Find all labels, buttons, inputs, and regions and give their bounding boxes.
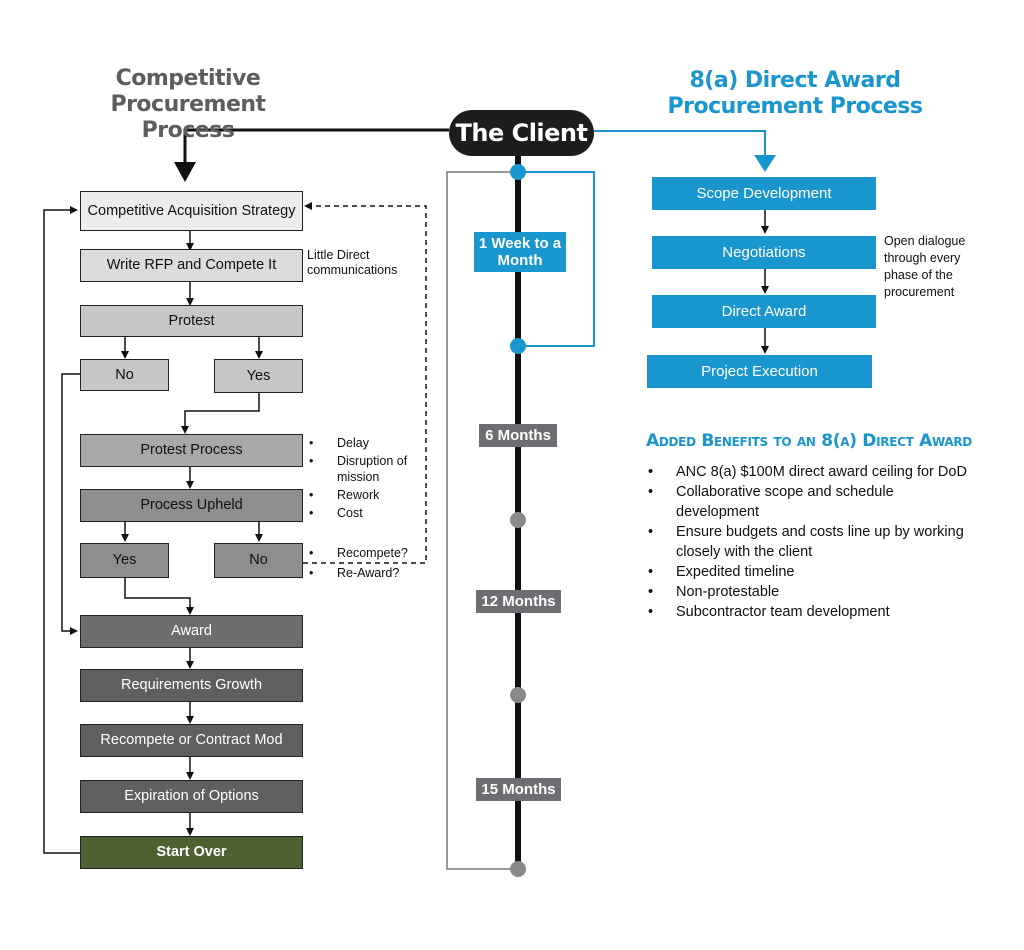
direct-big-arrowhead bbox=[754, 155, 776, 172]
scope-development-box: Scope Development bbox=[652, 177, 876, 210]
timeline-node-start bbox=[510, 164, 526, 180]
protest-box: Protest bbox=[80, 305, 303, 337]
start-over-box: Start Over bbox=[80, 836, 303, 869]
negotiations-box: Negotiations bbox=[652, 236, 876, 269]
protest-process-box: Protest Process bbox=[80, 434, 303, 467]
acquisition-strategy-box: Competitive Acquisition Strategy bbox=[80, 191, 303, 231]
project-execution-box: Project Execution bbox=[647, 355, 872, 388]
client-node: The Client bbox=[449, 110, 594, 156]
upheld-no-box: No bbox=[214, 543, 303, 578]
write-rfp-box: Write RFP and Compete It bbox=[80, 249, 303, 282]
outcome-item: •Re-Award? bbox=[309, 566, 400, 580]
competitive-big-arrowhead bbox=[174, 162, 196, 182]
award-box: Award bbox=[80, 615, 303, 648]
direct-award-box: Direct Award bbox=[652, 295, 876, 328]
protest-no-box: No bbox=[80, 359, 169, 391]
impact-item: •Delay bbox=[309, 436, 369, 450]
benefit-item: •Subcontractor team development bbox=[648, 604, 890, 620]
competitive-title-line-1: Competitive Procurement bbox=[110, 66, 266, 117]
outcome-item: •Recompete? bbox=[309, 546, 408, 560]
timeline-node-end bbox=[510, 861, 526, 877]
client-to-competitive-line bbox=[183, 128, 449, 168]
timeline-label-12-months: 12 Months bbox=[476, 590, 561, 613]
impact-item: •Cost bbox=[309, 506, 363, 520]
impact-item: •Rework bbox=[309, 488, 380, 502]
open-dialogue-note: Open dialogue through every phase of the… bbox=[884, 234, 966, 299]
timeline-node-13 bbox=[510, 687, 526, 703]
recompete-box: Recompete or Contract Mod bbox=[80, 724, 303, 757]
benefit-item: •Collaborative scope and schedule develo… bbox=[648, 484, 894, 520]
benefits-list: •ANC 8(a) $100M direct award ceiling for… bbox=[648, 462, 996, 622]
timeline-label-6-months: 6 Months bbox=[479, 424, 557, 447]
competitive-process-title: Competitive Procurement Process bbox=[40, 66, 336, 144]
benefit-item: •Ensure budgets and costs line up by wor… bbox=[648, 524, 964, 560]
requirements-growth-box: Requirements Growth bbox=[80, 669, 303, 702]
benefit-item: •Non-protestable bbox=[648, 584, 780, 600]
direct-title-line-2: Procurement Process bbox=[667, 94, 923, 119]
timeline-node-9 bbox=[510, 512, 526, 528]
direct-award-title: 8(a) Direct Award Procurement Process bbox=[620, 68, 970, 120]
upheld-yes-box: Yes bbox=[80, 543, 169, 578]
benefits-title: Added Benefits to an 8(a) Direct Award bbox=[646, 431, 972, 451]
benefit-item: •ANC 8(a) $100M direct award ceiling for… bbox=[648, 464, 967, 480]
benefit-item: •Expedited timeline bbox=[648, 564, 795, 580]
direct-award-timeline-bracket bbox=[518, 171, 595, 347]
expiration-box: Expiration of Options bbox=[80, 780, 303, 813]
competitive-title-line-2: Process bbox=[141, 118, 235, 143]
timeline-label-15-months: 15 Months bbox=[476, 778, 561, 801]
process-upheld-box: Process Upheld bbox=[80, 489, 303, 522]
little-direct-note: Little Direct communications bbox=[307, 248, 398, 277]
impact-item: •Disruption of mission bbox=[309, 454, 408, 484]
client-to-direct-line bbox=[594, 130, 766, 158]
timeline-label-week-month: 1 Week to a Month bbox=[474, 232, 566, 272]
protest-yes-box: Yes bbox=[214, 359, 303, 393]
direct-title-line-1: 8(a) Direct Award bbox=[689, 68, 901, 93]
protest-impacts-list: •Delay •Disruption of mission •Rework •C… bbox=[309, 435, 422, 521]
timeline-node-month bbox=[510, 338, 526, 354]
upheld-no-outcomes-list: •Recompete? •Re-Award? bbox=[309, 544, 422, 582]
